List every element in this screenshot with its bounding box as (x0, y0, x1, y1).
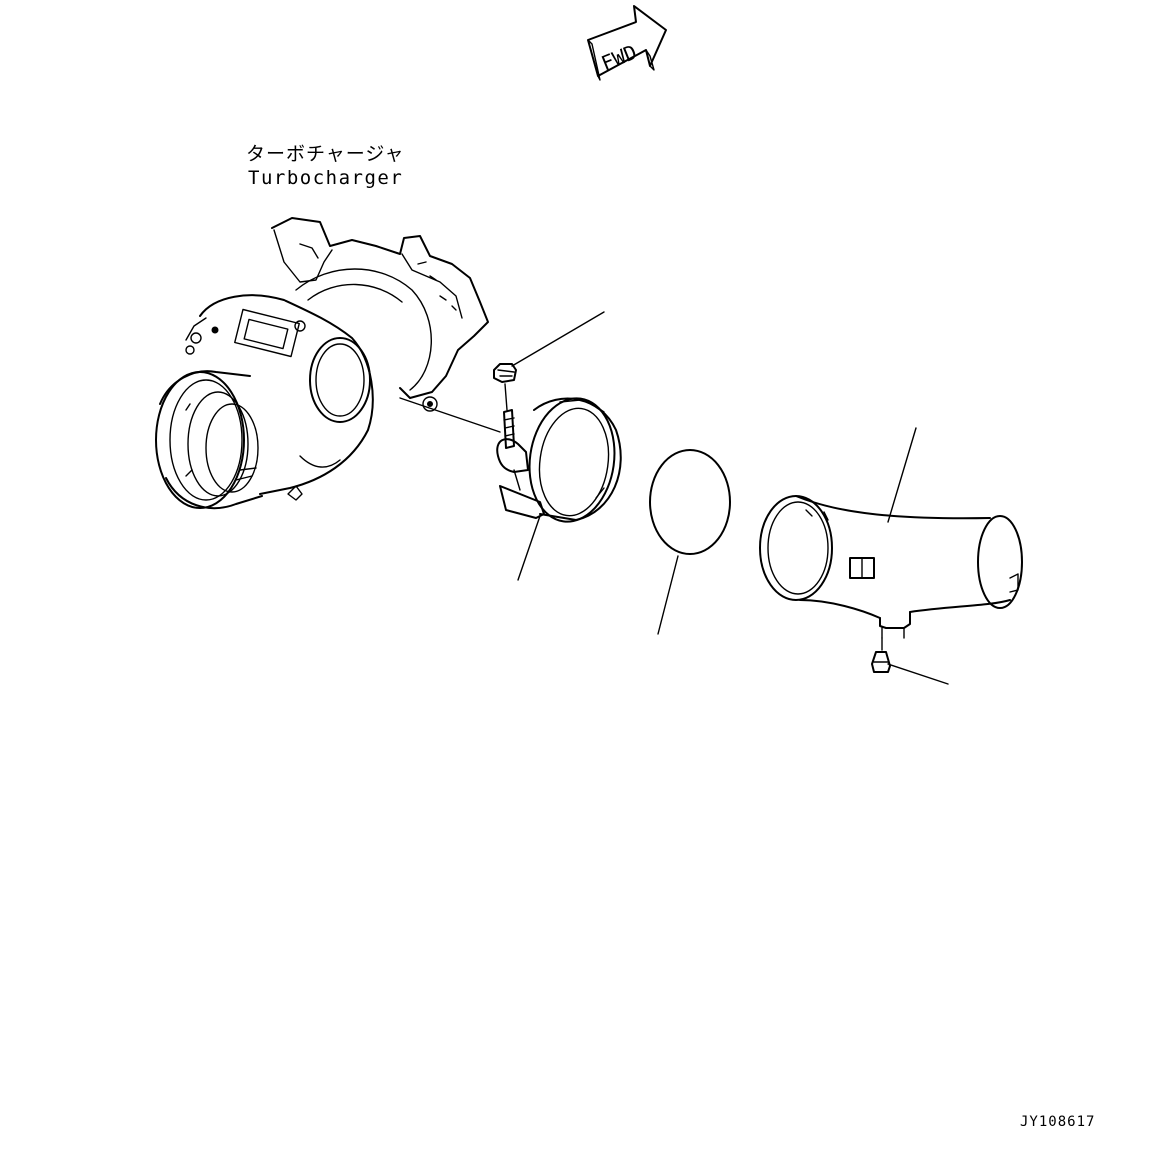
fwd-arrow-icon: FWD (587, 5, 667, 81)
center-line-nut-bolt (504, 383, 508, 411)
turbocharger-assembly (155, 217, 489, 510)
leader-line-gasket (657, 555, 679, 635)
turbocharger-label-jp: ターボチャージャ (246, 143, 404, 165)
leader-line-nut (511, 311, 605, 367)
nut-part (493, 363, 517, 383)
drawing-id: JY108617 (1020, 1114, 1095, 1130)
turbocharger-label-en: Turbocharger (248, 167, 403, 189)
leader-line-pipe (887, 427, 917, 523)
connector-pipe-part (759, 495, 1023, 639)
v-band-clamp-part (496, 397, 622, 523)
fwd-label: FWD (598, 40, 640, 76)
connection-line-turbo (399, 397, 501, 433)
leader-line-clamp (517, 515, 541, 581)
gasket-part (649, 449, 731, 555)
leader-line-plug (887, 663, 949, 685)
plug-part (871, 651, 891, 673)
